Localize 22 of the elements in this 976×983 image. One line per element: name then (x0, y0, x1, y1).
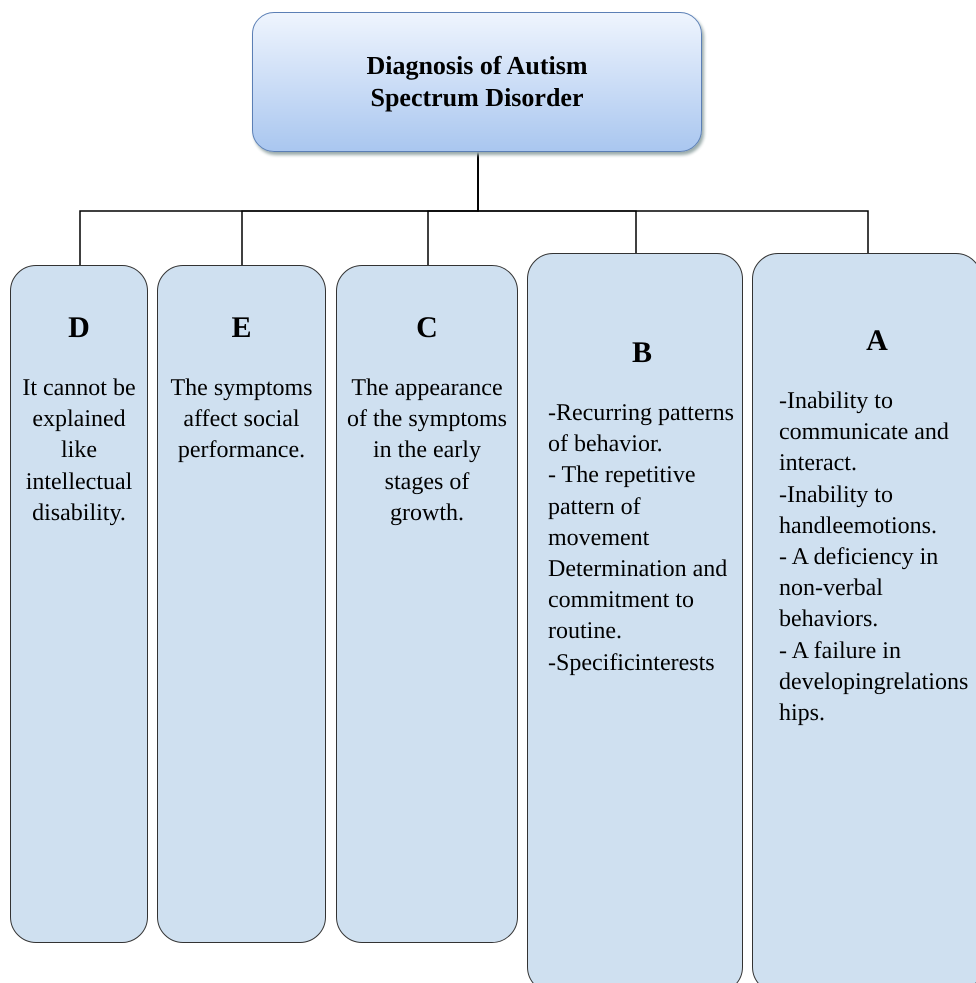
criterion-text: -Inability to handleemotions. (779, 480, 938, 541)
criterion-box (336, 265, 518, 943)
criterion-text: The symptoms affect social performance. (170, 374, 314, 466)
criterion-box (10, 265, 148, 943)
criterion-letter: C (415, 311, 439, 345)
criterion-text: - The repetitive pattern of movement Determination and commitment to routine. (548, 461, 728, 646)
criterion-letter: D (67, 311, 91, 345)
criterion-box (752, 253, 976, 983)
criterion-letter: E (230, 311, 252, 345)
criterion-text: It cannot be explained like intellectual disability. (21, 374, 137, 528)
criterion-letter: A (865, 324, 889, 358)
criterion-text: -Inability to communicate and interact. (779, 387, 950, 478)
criterion-box (157, 265, 326, 943)
criterion-text: -Recurring patterns of behavior. (548, 399, 735, 460)
criterion-text: - A deficiency in non-verbal behaviors. (779, 542, 940, 634)
criterion-letter: B (630, 336, 653, 370)
criterion-text: - A failure in developingrelationships. (779, 636, 970, 728)
title-box: Diagnosis of Autism Spectrum Disorder (252, 12, 702, 152)
criterion-box (527, 253, 743, 983)
criterion-text: The appearance of the symptoms in the early stages of growth. (347, 374, 507, 528)
criterion-text: -Specificinterests (548, 648, 716, 678)
connector-line (477, 152, 869, 253)
